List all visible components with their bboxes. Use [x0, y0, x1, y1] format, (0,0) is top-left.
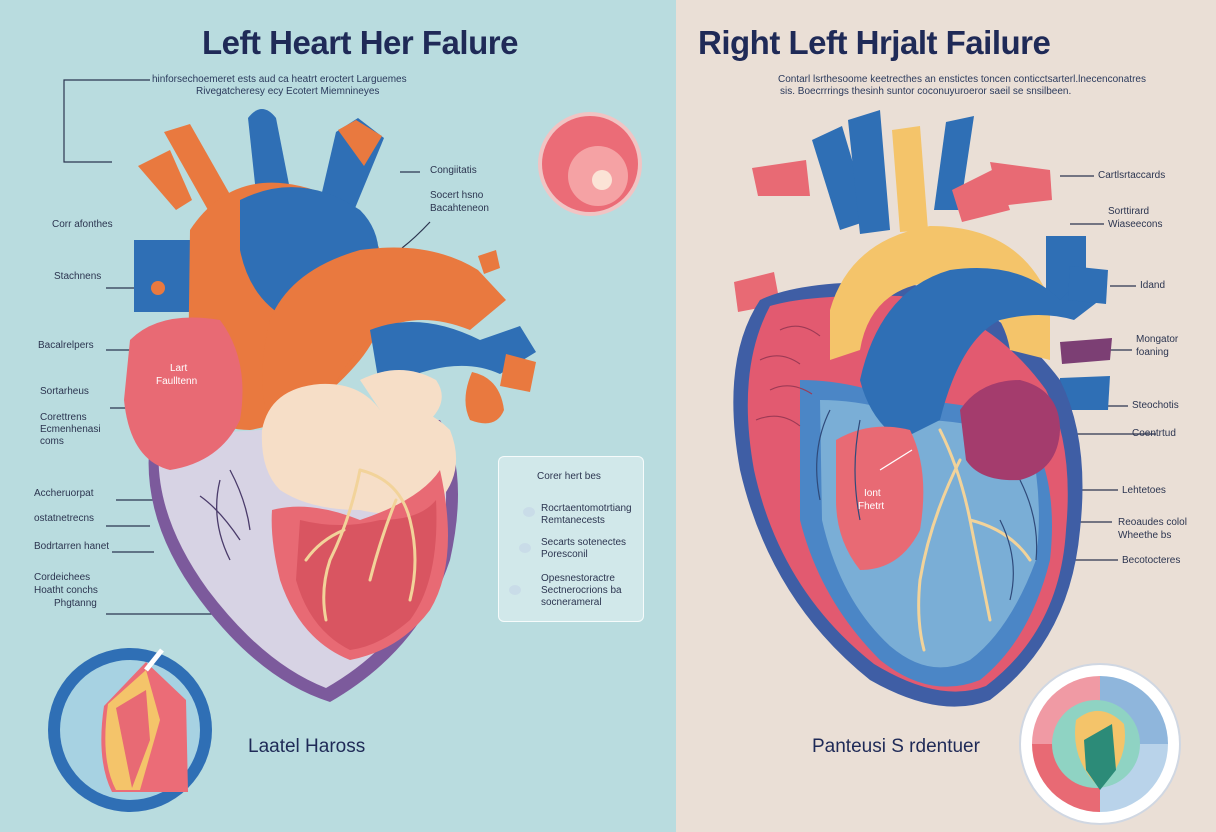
left-chamber-label-a: Lart	[170, 363, 188, 374]
legend-item-1-line-1: Rocrtaentomotrtiang	[541, 503, 632, 514]
left-callout-l1: Corr afonthes	[52, 219, 113, 230]
right-subtitle-line-1: Contarl lsrthesoome keetrecthes an ensti…	[778, 74, 1146, 85]
left-callout-c2b: Bacahteneon	[430, 203, 489, 214]
right-subtitle-line-2: sis. Boecrrrings thesinh suntor coconuyu…	[780, 86, 1072, 97]
legend-dot-1	[523, 507, 535, 517]
left-callout-l5b: Ecmenhenasi	[40, 424, 101, 435]
left-callout-l6: Accheruorpat	[34, 488, 94, 499]
right-callout-r2b: Wiaseecons	[1108, 219, 1163, 230]
left-callout-l9b: Hoatht conchs	[34, 585, 98, 596]
right-callout-r8b: Wheethe bs	[1118, 530, 1172, 541]
legend-item-3-line-2: Sectnerocrions ba	[541, 585, 622, 596]
right-callout-r3: Idand	[1140, 280, 1166, 291]
right-bottom-label: Panteusi S rdentuer	[812, 736, 980, 757]
left-callout-l5c: coms	[40, 436, 64, 447]
legend-dot-3	[509, 585, 521, 595]
right-callout-r8a: Reoaudes colol	[1118, 517, 1187, 528]
left-subtitle-line-2: Rivegatcheresy ecy Ecotert Miemnineyes	[196, 86, 380, 97]
left-callout-l9a: Cordeichees	[34, 572, 91, 583]
left-callout-l2: Stachnens	[54, 271, 102, 282]
left-subtitle-line-1: hinforsechoemeret ests aud ca heatrt ero…	[152, 74, 407, 85]
legend-item-3-line-3: socnerameral	[541, 597, 602, 608]
legend-item-1-line-2: Remtanecests	[541, 515, 605, 526]
left-bottom-label: Laatel Haross	[248, 736, 366, 757]
legend-item-2-line-2: Poresconil	[541, 549, 588, 560]
left-callout-c1: Congiitatis	[430, 165, 477, 176]
legend-item-3-line-1: Opesnestoractre	[541, 573, 615, 584]
right-callout-r9: Becotocteres	[1122, 555, 1181, 566]
left-callout-l5a: Corettrens	[40, 412, 87, 423]
left-callout-l8: Bodrtarren hanet	[34, 541, 110, 552]
right-callout-r2a: Sorttirard	[1108, 206, 1150, 217]
right-callout-r1: Cartlsrtaccards	[1098, 170, 1166, 181]
right-chamber-label-b: Fhetrt	[858, 501, 885, 512]
right-chamber-label-a: Iont	[864, 488, 881, 499]
left-callout-c2a: Socert hsno	[430, 190, 484, 201]
left-legend: Corer hert bes Rocrtaentomotrtiang Remta…	[498, 456, 644, 622]
left-chamber-label-b: Faulltenn	[156, 376, 198, 387]
right-callout-r4b: foaning	[1136, 347, 1169, 358]
right-callout-r7: Lehtetoes	[1122, 485, 1166, 496]
right-heart	[733, 110, 1181, 825]
left-callout-l7: ostatnetrecns	[34, 513, 95, 524]
legend-item-2-line-1: Secarts sotenectes	[541, 537, 627, 548]
right-callout-r6: Coentrtud	[1132, 428, 1176, 439]
left-callout-l3: Bacalrelpers	[38, 340, 94, 351]
right-title: Right Left Hrjalt Failure	[698, 24, 1051, 61]
left-title: Left Heart Her Falure	[202, 24, 518, 61]
left-callout-l4: Sortarheus	[40, 386, 89, 397]
left-callout-l9c: Phgtanng	[54, 598, 97, 609]
right-callout-r5: Steochotis	[1132, 400, 1179, 411]
left-heart	[48, 79, 642, 812]
legend-heading: Corer hert bes	[537, 471, 601, 482]
legend-dot-2	[519, 543, 531, 553]
right-callout-r4a: Mongator	[1136, 334, 1179, 345]
